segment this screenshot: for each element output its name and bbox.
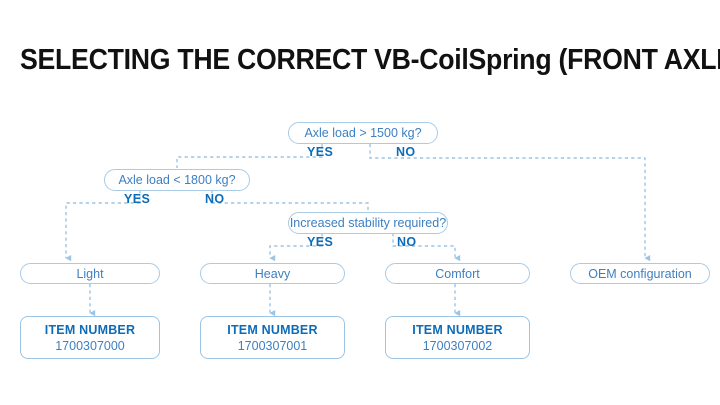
item-number-box-comfort[interactable]: ITEM NUMBER 1700307002 — [385, 316, 530, 359]
branch-label-d1-no: NO — [396, 145, 416, 159]
decision-node-label: Increased stability required? — [289, 216, 447, 230]
branch-label-d3-no: NO — [397, 235, 417, 249]
decision-node-axle-load-1500[interactable]: Axle load > 1500 kg? — [288, 122, 438, 144]
edge-d3-no — [392, 233, 461, 262]
edge-d3-yes — [269, 233, 323, 262]
branch-label-d3-yes: YES — [307, 235, 334, 249]
item-number-value: 1700307001 — [237, 338, 308, 353]
decision-node-axle-load-1800[interactable]: Axle load < 1800 kg? — [104, 169, 250, 191]
outcome-node-comfort[interactable]: Comfort — [385, 263, 530, 284]
item-number-box-heavy[interactable]: ITEM NUMBER 1700307001 — [200, 316, 345, 359]
item-number-box-light[interactable]: ITEM NUMBER 1700307000 — [20, 316, 160, 359]
outcome-node-heavy[interactable]: Heavy — [200, 263, 345, 284]
outcome-node-light[interactable]: Light — [20, 263, 160, 284]
outcome-node-label: Heavy — [254, 266, 291, 281]
edge-d2-no — [211, 190, 369, 211]
edge-d1-no — [369, 144, 651, 262]
item-number-value: 1700307002 — [422, 338, 493, 353]
decision-node-label: Axle load > 1500 kg? — [304, 126, 422, 140]
page-title: SELECTING THE CORRECT VB-CoilSpring (FRO… — [20, 44, 720, 76]
outcome-node-label: Light — [76, 266, 104, 281]
edge-d2-yes — [65, 190, 141, 262]
item-number-value: 1700307000 — [55, 338, 125, 353]
decision-node-label: Axle load < 1800 kg? — [118, 173, 236, 187]
outcome-node-oem-configuration[interactable]: OEM configuration — [570, 263, 710, 284]
outcome-node-label: Comfort — [435, 266, 480, 281]
branch-label-d2-no: NO — [205, 192, 225, 206]
item-number-label: ITEM NUMBER — [412, 322, 503, 337]
decision-node-increased-stability[interactable]: Increased stability required? — [288, 212, 448, 234]
item-number-label: ITEM NUMBER — [44, 322, 136, 337]
outcome-node-label: OEM configuration — [588, 266, 692, 281]
branch-label-d1-yes: YES — [307, 145, 334, 159]
edge-d1-yes — [176, 144, 323, 168]
item-number-label: ITEM NUMBER — [227, 322, 318, 337]
branch-label-d2-yes: YES — [124, 192, 151, 206]
